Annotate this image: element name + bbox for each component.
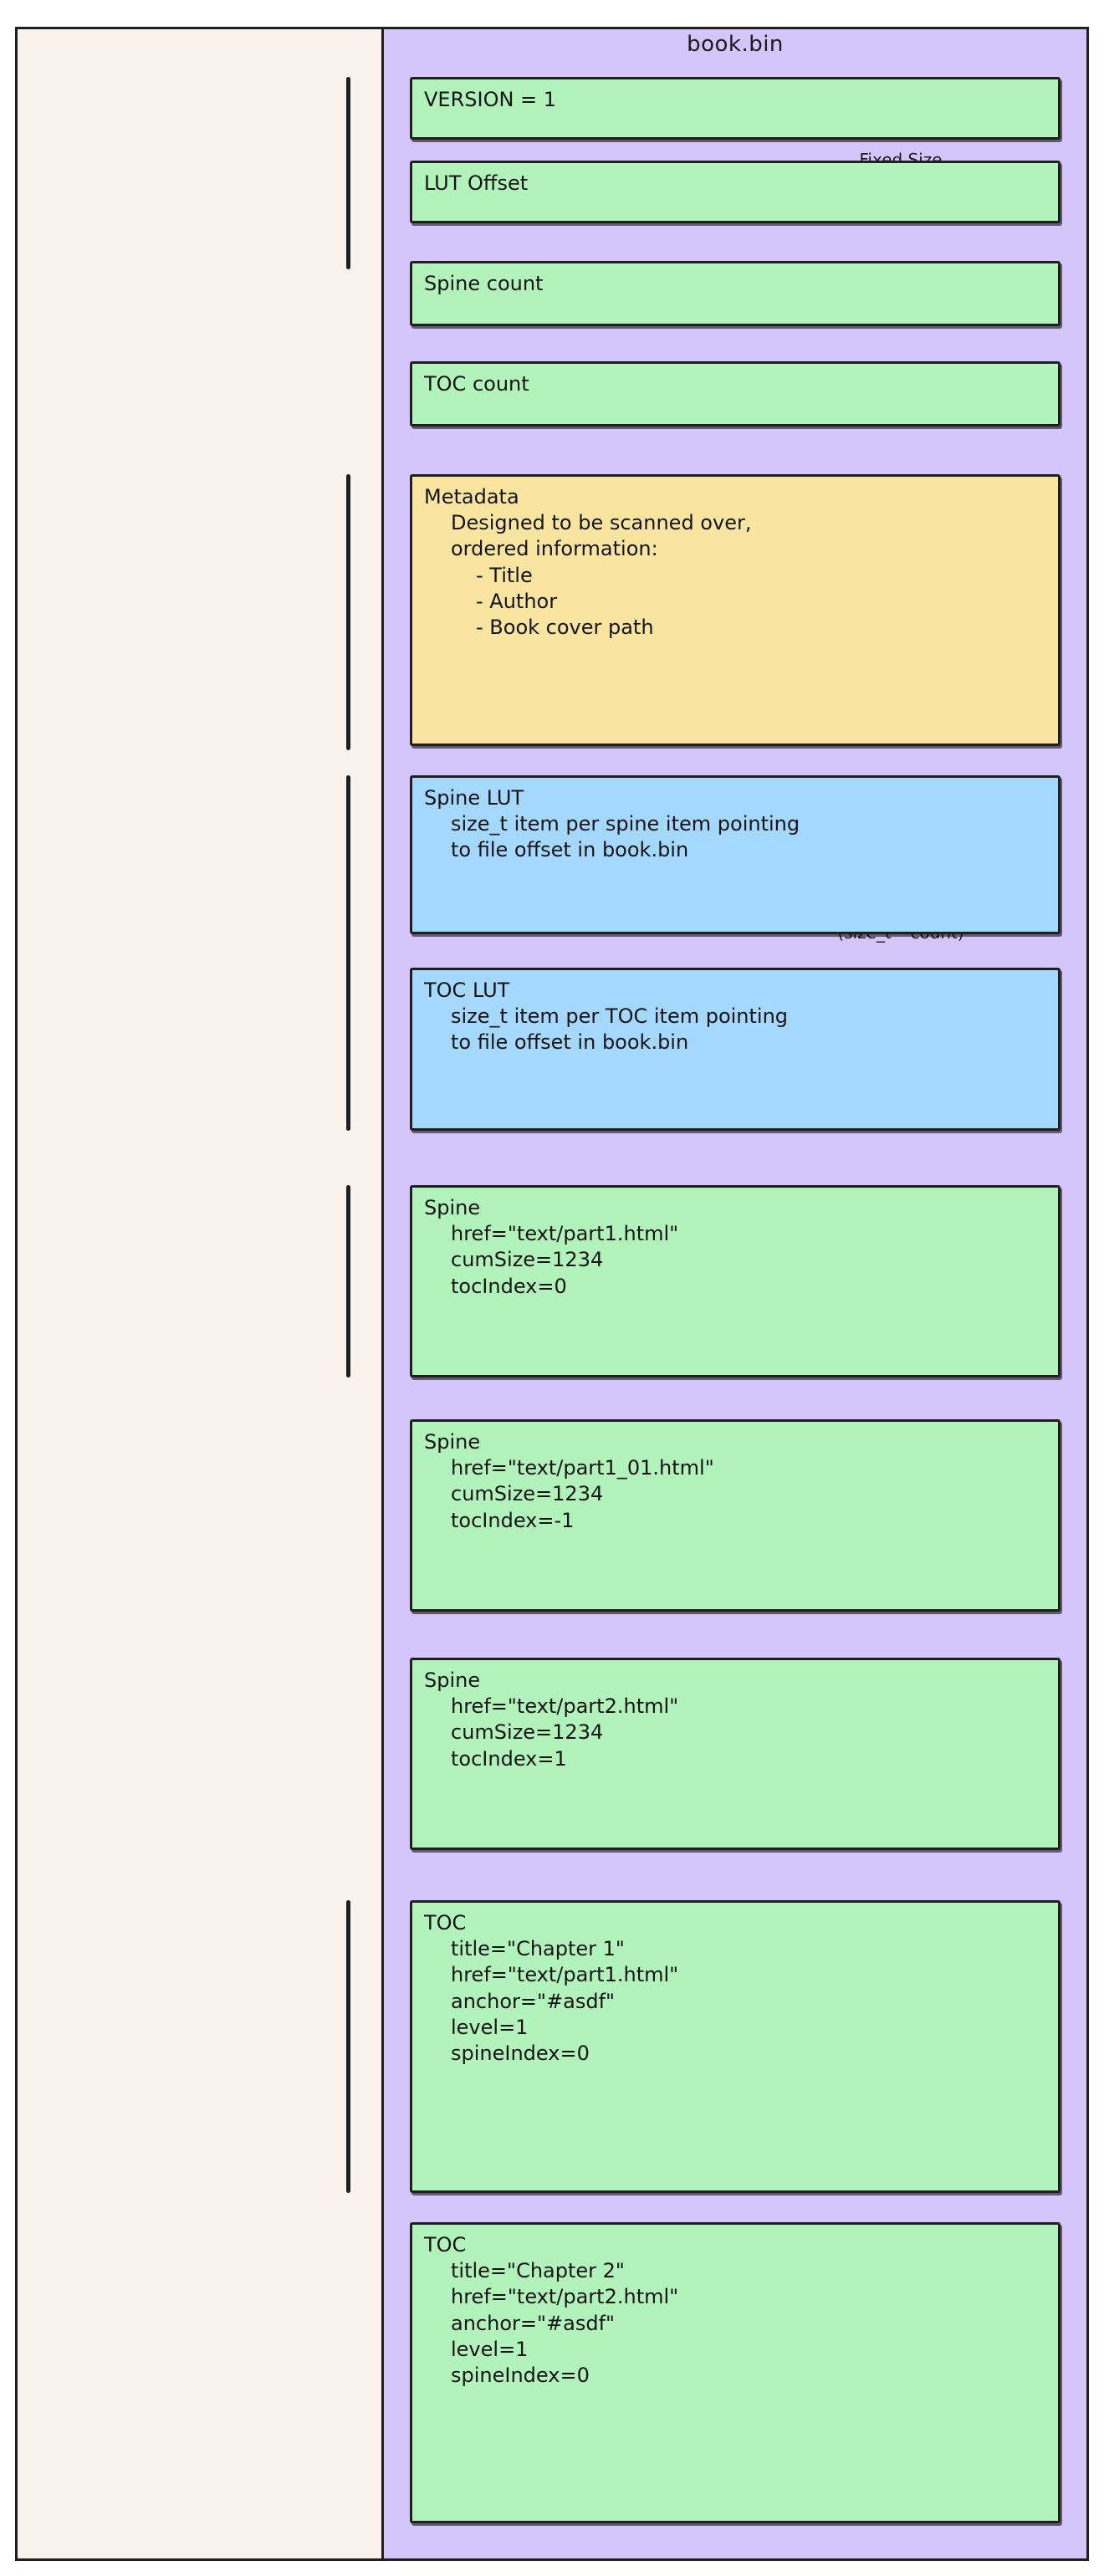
block-line: href="text/part1.html"	[451, 1222, 679, 1246]
block-line: ordered information:	[451, 537, 658, 561]
block-version: VERSION = 1	[410, 77, 1061, 140]
block-line: href="text/part2.html"	[451, 2285, 679, 2309]
block-line: Designed to be scanned over,	[451, 511, 752, 535]
group-bracket-fixed-size	[346, 77, 350, 269]
group-bracket-knowable-variable	[346, 775, 350, 1131]
block-line: - Title	[476, 563, 533, 587]
block-line: title="Chapter 1"	[451, 1937, 625, 1961]
block-line: - Book cover path	[476, 615, 654, 639]
block-line: TOC count	[424, 372, 529, 396]
block-line: cumSize=1234	[451, 1720, 604, 1745]
block-line: title="Chapter 2"	[451, 2259, 625, 2283]
block-line: anchor="#asdf"	[451, 1989, 616, 2013]
block-line: TOC LUT	[424, 979, 510, 1002]
file-title: book.bin	[687, 32, 784, 57]
block-line: href="text/part1_01.html"	[451, 1456, 714, 1480]
book-bin-layout-diagram: book.bin Fixed SizeVariable sizeFixed st…	[15, 27, 1089, 2561]
block-line: spineIndex=0	[451, 2041, 590, 2065]
group-bracket-variable-title-href	[346, 1900, 350, 2193]
block-line: size_t item per spine item pointing	[451, 812, 800, 836]
block-line: cumSize=1234	[451, 1482, 604, 1506]
block-line: to file offset in book.bin	[451, 1030, 689, 1055]
block-line: level=1	[451, 2015, 529, 2039]
block-line: tocIndex=1	[451, 1746, 567, 1771]
block-line: LUT Offset	[424, 171, 529, 195]
block-line: Spine	[424, 1430, 481, 1454]
block-line: anchor="#asdf"	[451, 2311, 616, 2335]
block-line: - Author	[476, 589, 558, 613]
block-line: spineIndex=0	[451, 2363, 590, 2387]
block-line: TOC	[424, 2233, 467, 2257]
block-line: Metadata	[424, 485, 519, 509]
block-line: tocIndex=-1	[451, 1508, 575, 1532]
group-bracket-variable-fixed-start	[346, 474, 350, 750]
block-line: href="text/part2.html"	[451, 1694, 679, 1719]
block-toc-count: TOC count	[410, 361, 1061, 427]
block-spine-count: Spine count	[410, 261, 1061, 326]
block-line: cumSize=1234	[451, 1248, 604, 1272]
size-category-panel	[15, 27, 381, 2561]
block-line: to file offset in book.bin	[451, 838, 689, 862]
block-line: Spine LUT	[424, 786, 524, 810]
block-line: Spine count	[424, 272, 544, 295]
block-line: tocIndex=0	[451, 1274, 567, 1298]
block-line: TOC	[424, 1911, 467, 1935]
block-line: size_t item per TOC item pointing	[451, 1004, 789, 1029]
group-bracket-variable-href	[346, 1185, 350, 1377]
block-lut-offset: LUT Offset	[410, 161, 1061, 223]
block-line: VERSION = 1	[424, 88, 557, 111]
block-line: Spine	[424, 1669, 481, 1692]
block-line: href="text/part1.html"	[451, 1963, 679, 1987]
block-line: Spine	[424, 1196, 481, 1219]
block-line: level=1	[451, 2337, 529, 2361]
